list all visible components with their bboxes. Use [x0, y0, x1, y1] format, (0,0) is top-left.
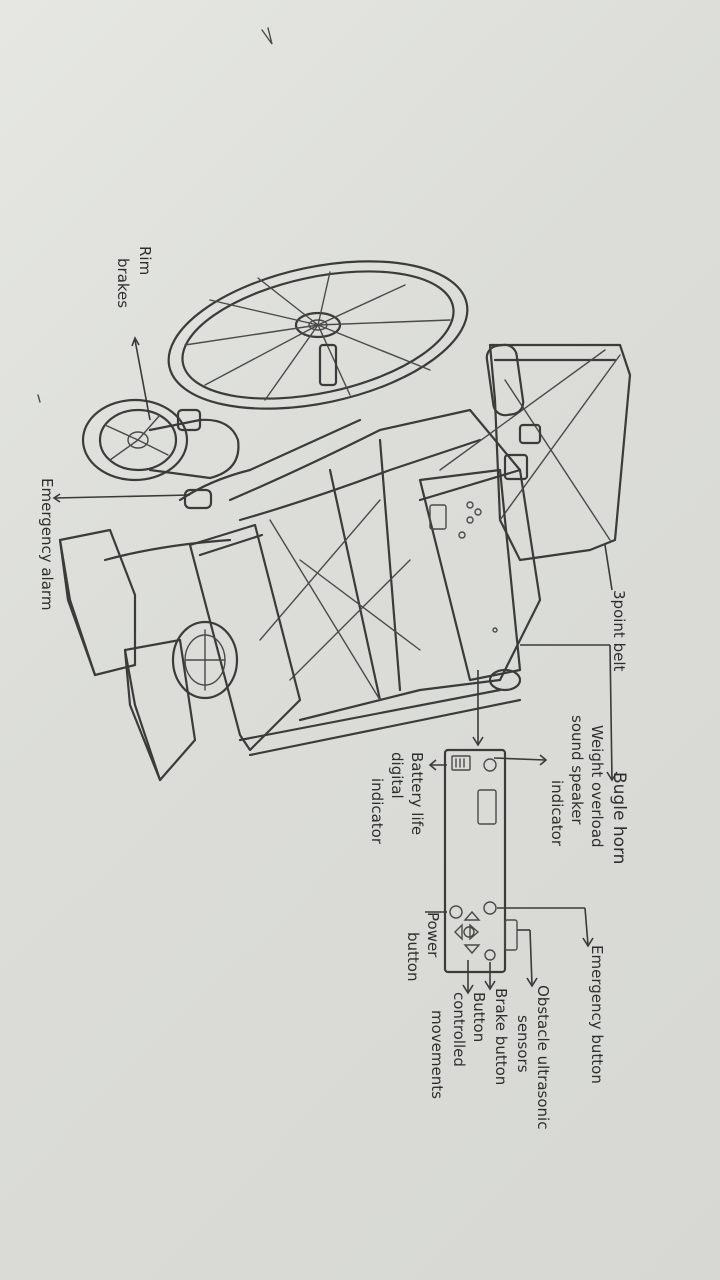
stray-mark	[262, 28, 272, 44]
speaker-icon	[484, 759, 496, 771]
label-rim-brakes-1: Rim	[136, 246, 154, 275]
label-button-2: controlled	[450, 992, 468, 1067]
label-battery-1: Battery life	[408, 752, 426, 835]
ultrasonic-sensor-icon	[505, 920, 517, 950]
armrest-pad	[190, 525, 300, 750]
battery-icon	[452, 756, 470, 770]
label-battery-2: digital	[388, 752, 406, 799]
caster-wheel	[83, 400, 187, 480]
label-brake-button: Brake button	[492, 988, 510, 1085]
label-power-2: button	[404, 932, 422, 981]
label-obstacle-1: Obstacle ultrasonic	[534, 985, 552, 1129]
label-button-3: movements	[428, 1010, 446, 1099]
rear-wheel-outer	[155, 237, 481, 433]
digital-display	[478, 790, 496, 824]
label-emergency-alarm: Emergency alarm	[38, 478, 56, 610]
label-button-1: Button	[470, 992, 488, 1042]
label-battery-3: indicator	[368, 778, 386, 845]
label-weight-2: sound speaker	[568, 715, 586, 825]
power-button-icon	[450, 906, 462, 918]
label-3point-belt: 3point belt	[610, 590, 628, 671]
emergency-button-icon	[484, 902, 496, 914]
wheelchair-drawing	[60, 237, 630, 780]
label-weight-3: indicator	[548, 780, 566, 847]
label-weight-1: Weight overload	[588, 725, 606, 848]
leader-lines	[54, 338, 617, 993]
stray-dash	[38, 395, 40, 402]
seat-cross-bracing	[260, 500, 420, 700]
control-panel	[445, 750, 517, 972]
brake-button-icon	[485, 950, 495, 960]
label-power-1: Power	[424, 912, 442, 958]
label-rim-brakes-2: brakes	[114, 258, 132, 308]
labels: Rim brakes Emergency alarm 3point belt B…	[38, 246, 629, 1129]
label-emergency-button: Emergency button	[588, 945, 606, 1084]
label-obstacle-2: sensors	[514, 1015, 532, 1073]
backrest	[490, 345, 630, 560]
label-bugle-horn: Bugle horn	[609, 772, 629, 864]
